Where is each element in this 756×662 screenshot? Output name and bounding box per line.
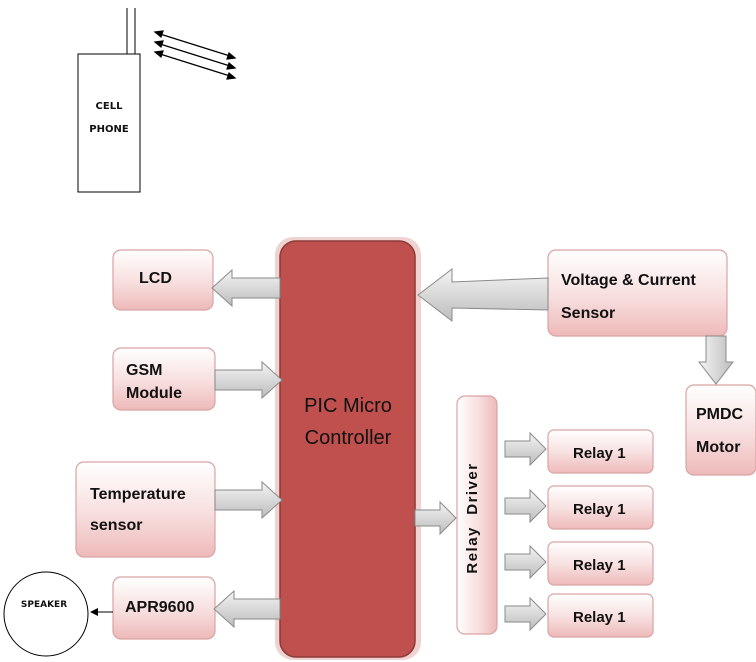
arrow-driver-to-relay-4 (504, 596, 547, 632)
relay-1-label: Relay 1 (573, 445, 626, 462)
relay-driver-block: Relay Driver (456, 395, 498, 635)
voltage-label-line2: Sensor (561, 305, 615, 322)
temperature-label-line2: sensor (90, 517, 142, 534)
relay-4-label: Relay 1 (573, 609, 626, 626)
arrow-voltage-to-mcu (417, 267, 549, 323)
temperature-sensor-block: Temperature sensor (75, 461, 216, 558)
gsm-label-line2: Module (126, 385, 182, 402)
arrow-driver-to-relay-3 (504, 544, 547, 580)
pmdc-motor-block: PMDC Motor (685, 384, 756, 476)
relay-2-label: Relay 1 (573, 501, 626, 518)
mcu-box (279, 240, 416, 658)
arrow-driver-to-relay-1 (504, 431, 547, 467)
speaker-label: SPEAKER (21, 600, 67, 610)
relay-output-2: Relay 1 (504, 485, 654, 530)
voltage-current-sensor-block: Voltage & Current Sensor (547, 249, 728, 337)
relay-output-4: Relay 1 (504, 593, 654, 638)
motor-label-line1: PMDC (696, 406, 744, 423)
arrow-temperature-to-mcu (214, 480, 283, 520)
arrow-apr9600-to-speaker (90, 608, 113, 616)
phone-label-line1: CELL (96, 101, 124, 112)
speaker-block: SPEAKER (3, 571, 89, 657)
wireless-signal-icon (153, 30, 237, 80)
voltage-label-line1: Voltage & Current (561, 272, 697, 289)
arrow-voltage-to-motor (697, 335, 735, 385)
gsm-label-line1: GSM (126, 362, 162, 379)
arrow-driver-to-relay-2 (504, 488, 547, 524)
cell-phone: CELL PHONE (77, 8, 141, 193)
relay-output-1: Relay 1 (504, 429, 654, 474)
relay-driver-label: Relay Driver (464, 462, 481, 573)
pic-microcontroller: PIC Micro Controller (275, 237, 421, 660)
apr9600-label: APR9600 (125, 599, 194, 616)
relay-2-box (547, 485, 654, 530)
arrow-gsm-to-mcu (214, 360, 283, 400)
relay-3-box (547, 541, 654, 586)
arrow-mcu-to-lcd (211, 268, 281, 308)
relay-output-3: Relay 1 (504, 541, 654, 586)
motor-label-line2: Motor (696, 439, 740, 456)
apr9600-block: APR9600 (112, 576, 216, 640)
phone-label-line2: PHONE (89, 124, 129, 135)
lcd-block: LCD (112, 249, 214, 311)
lcd-label: LCD (139, 270, 172, 287)
mcu-label-line1: PIC Micro (304, 395, 392, 417)
arrow-mcu-to-relay-driver (414, 500, 457, 536)
mcu-label-line2: Controller (305, 427, 392, 449)
gsm-module-block: GSM Module (112, 347, 216, 411)
relay-1-box (547, 429, 654, 474)
phone-body (77, 53, 141, 193)
relay-4-box (547, 593, 654, 638)
relay-3-label: Relay 1 (573, 557, 626, 574)
arrow-mcu-to-apr9600 (213, 589, 281, 629)
temperature-label-line1: Temperature (90, 486, 186, 503)
